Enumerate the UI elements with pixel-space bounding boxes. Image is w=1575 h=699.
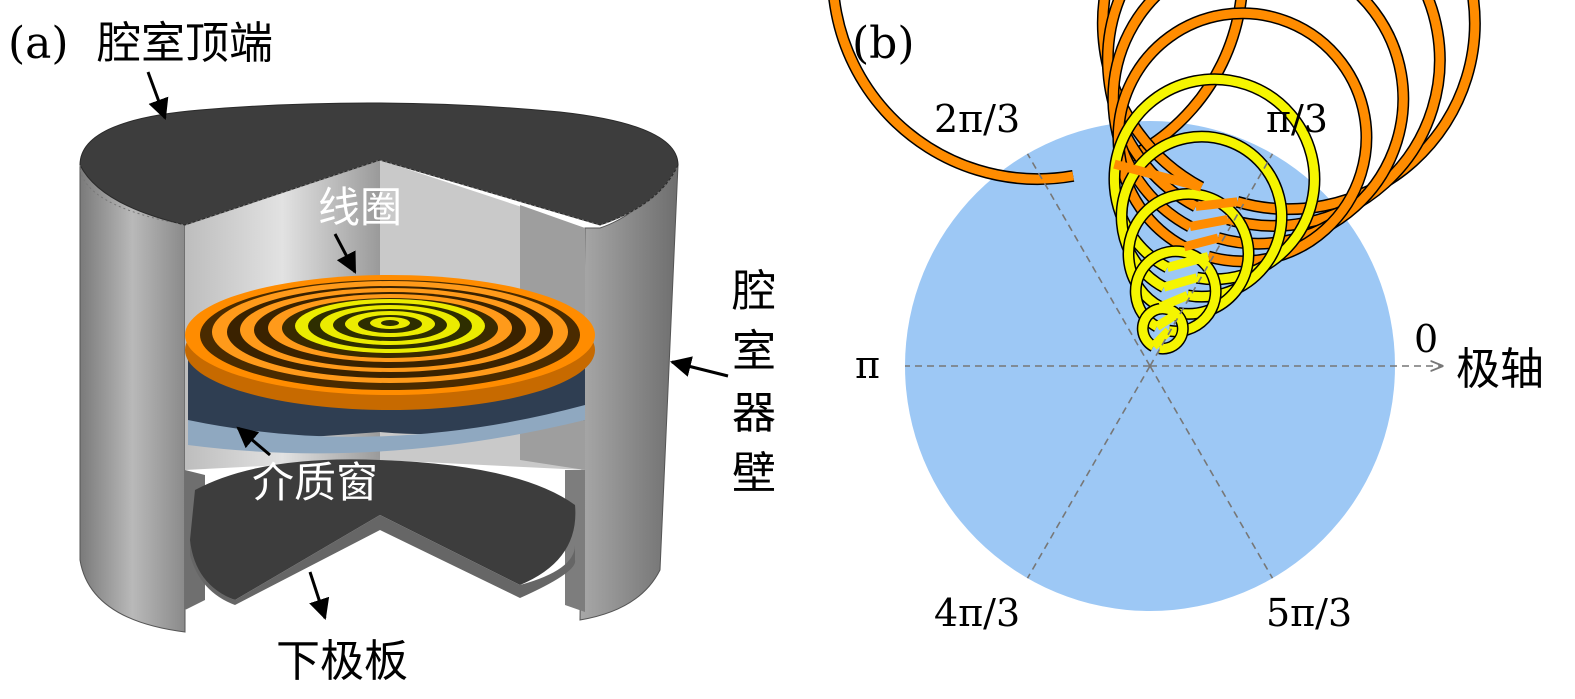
angle-label-2pi-3: 2π/3 <box>934 97 1020 141</box>
arrow-icon <box>669 356 729 378</box>
coil-ring <box>1108 0 1408 249</box>
polar-axis-label: 极轴 <box>1456 344 1544 395</box>
panel-b: (b) 0 极轴 π/3 2π/3 π 4π/3 5π/3 <box>828 0 1544 635</box>
coil-top-view <box>828 0 1481 355</box>
coil-ring <box>1117 132 1287 302</box>
angle-reference-lines <box>905 153 1274 579</box>
coil-ring <box>1138 304 1188 354</box>
svg-text:室: 室 <box>732 326 776 377</box>
angle-line-240 <box>1026 365 1151 579</box>
angle-label-5pi-3: 5π/3 <box>1266 591 1352 635</box>
svg-text:腔: 腔 <box>732 266 776 317</box>
angle-label-pi: π <box>855 343 880 387</box>
chamber-top <box>79 102 679 226</box>
coil-connector <box>1113 159 1203 192</box>
coil-connector <box>1150 327 1173 350</box>
arrow-icon <box>308 571 330 620</box>
coil-connector <box>1183 233 1220 252</box>
angle-label-4pi-3: 4π/3 <box>934 591 1020 635</box>
arrow-icon <box>236 426 271 457</box>
coil-connector <box>1158 291 1190 312</box>
coil-connector <box>1195 197 1238 211</box>
svg-text:器: 器 <box>732 388 776 439</box>
coil-connector <box>1154 309 1181 331</box>
angle-line-60 <box>1149 153 1274 367</box>
panel-b-tag: (b) <box>852 18 915 69</box>
chamber-top-label: 腔室顶端 <box>97 18 273 69</box>
chamber-wall-label: 腔 室 器 壁 <box>732 266 776 499</box>
bottom-electrode <box>190 459 576 600</box>
coil-ring <box>1109 74 1319 284</box>
bottom-electrode-label: 下极板 <box>276 636 408 687</box>
coil-ring <box>1124 189 1253 319</box>
angle-line-120 <box>1026 153 1151 367</box>
angle-label-0: 0 <box>1414 317 1438 361</box>
arrow-icon <box>146 71 169 120</box>
dielectric-window-label: 介质窗 <box>252 458 378 507</box>
coil-3d <box>185 275 595 410</box>
chamber-wall-outer-right <box>579 163 679 621</box>
chamber-wall-outer <box>79 163 186 633</box>
arrow-icon <box>333 233 357 274</box>
angle-line-300 <box>1149 365 1274 579</box>
coil-connector <box>1166 252 1210 272</box>
coil-connector <box>1162 273 1199 292</box>
angle-label-pi-3: π/3 <box>1266 97 1328 141</box>
coil-label: 线圈 <box>318 183 402 232</box>
coil-connector <box>1189 214 1229 232</box>
svg-text:壁: 壁 <box>732 448 776 499</box>
panel-a: (a) 腔室顶端 线圈 介质窗 腔 室 器 壁 下极板 <box>8 18 776 687</box>
panel-a-tag: (a) <box>8 18 69 69</box>
coil-ring <box>1131 246 1221 336</box>
